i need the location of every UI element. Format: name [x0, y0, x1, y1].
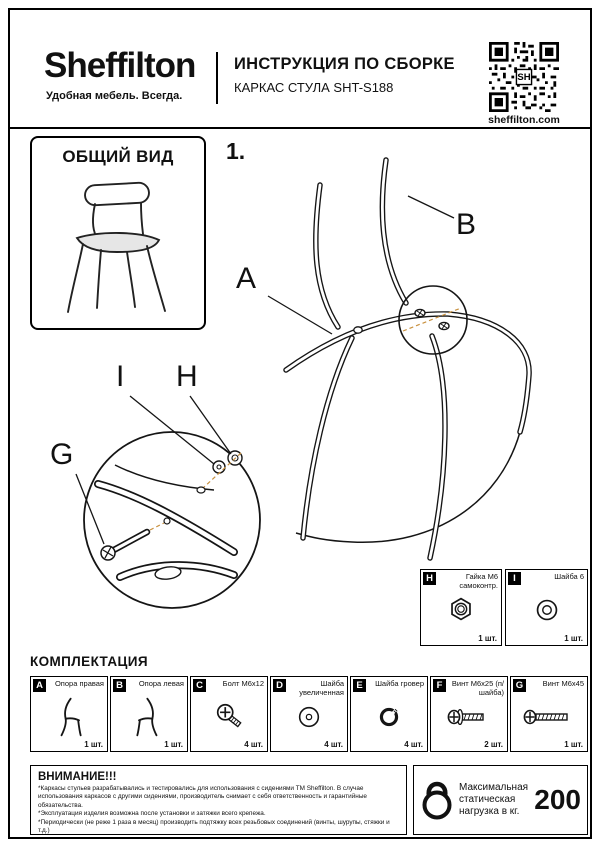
page-subtitle: КАРКАС СТУЛА SHT-S188: [234, 80, 394, 95]
max-load-value: 200: [534, 784, 581, 815]
page-title: ИНСТРУКЦИЯ ПО СБОРКЕ: [234, 55, 455, 73]
brand-tagline: Удобная мебель. Всегда.: [46, 90, 183, 102]
header-rule: [10, 127, 590, 129]
part-qty: 4 шт.: [324, 740, 343, 749]
part-letter-badge: F: [433, 679, 446, 692]
locknut-icon: [421, 587, 501, 633]
attention-line: *Каркасы стульев разрабатывались и тести…: [38, 785, 367, 809]
kit-box-f: F Винт М6х25 (п/шайба) 2 шт.: [430, 676, 508, 752]
part-letter-badge: I: [508, 572, 521, 585]
step-number: 1.: [226, 138, 246, 164]
part-name: Гайка М6 самоконтр.: [459, 572, 498, 590]
chair-right-support-icon: [31, 694, 107, 739]
part-name: Шайба увеличенная: [299, 679, 344, 697]
bolt-head-icon: [353, 326, 363, 334]
bolt-icon: [191, 694, 267, 739]
kit-box-g: G Винт М6х45 1 шт.: [510, 676, 588, 752]
frame-thin-curve: [295, 431, 521, 543]
part-letter-badge: G: [513, 679, 526, 692]
kit-box-c: C Болт М6х12 4 шт.: [190, 676, 268, 752]
website-url: sheffilton.com: [488, 114, 560, 126]
chair-drawing: [54, 178, 186, 329]
frame-tubes: [283, 157, 532, 561]
part-name: Опора правая: [54, 679, 104, 688]
leader-g: [75, 473, 105, 545]
attention-line: *Эксплуатация изделия возможна после уст…: [38, 810, 266, 818]
part-name: Шайба 6: [554, 572, 584, 581]
label-h: H: [176, 360, 198, 393]
leader-a: [267, 295, 333, 335]
large-washer-icon: [271, 694, 347, 739]
kit-box-a: A Опора правая 1 шт.: [30, 676, 108, 752]
screw-g-icon: [100, 517, 171, 561]
part-letter-badge: A: [33, 679, 46, 692]
part-name: Опора левая: [138, 679, 184, 688]
kit-title: КОМПЛЕКТАЦИЯ: [30, 654, 148, 669]
screw-m6x25-icon: [431, 694, 507, 739]
part-letter-badge: B: [113, 679, 126, 692]
zoom-detail-circle: [83, 431, 261, 609]
leader-b: [407, 195, 455, 219]
kettlebell-icon: [420, 775, 454, 826]
label-b: B: [456, 208, 477, 241]
bolt-hole: [196, 486, 206, 494]
part-qty: 1 шт.: [164, 740, 183, 749]
attention-line: *Периодически (не реже 1 раза в месяц) п…: [38, 818, 390, 835]
part-name: Шайба гровер: [375, 679, 424, 688]
svg-text:SH: SH: [517, 72, 530, 83]
part-qty: 2 шт.: [484, 740, 503, 749]
overview-title: ОБЩИЙ ВИД: [62, 147, 174, 166]
qr-code: SH: [489, 42, 559, 112]
kit-box-d: D Шайба увеличенная 4 шт.: [270, 676, 348, 752]
spring-washer-icon: [351, 694, 427, 739]
overview-panel: ОБЩИЙ ВИД: [30, 136, 206, 330]
hardware-box-i: I Шайба 6 1 шт.: [505, 569, 588, 646]
part-letter-badge: C: [193, 679, 206, 692]
screw-m6x45-icon: [511, 694, 587, 739]
label-i: I: [116, 360, 125, 393]
kit-box-b: B Опора левая 1 шт.: [110, 676, 188, 752]
max-load-panel: Максимальная статическая нагрузка в кг. …: [413, 765, 588, 835]
part-qty: 1 шт.: [564, 634, 583, 643]
max-load-text: Максимальная статическая нагрузка в кг.: [459, 781, 529, 818]
part-qty: 1 шт.: [564, 740, 583, 749]
kit-box-e: E Шайба гровер 4 шт.: [350, 676, 428, 752]
part-qty: 4 шт.: [244, 740, 263, 749]
part-qty: 4 шт.: [404, 740, 423, 749]
label-g: G: [50, 438, 74, 471]
label-a: A: [236, 262, 257, 295]
page-border: [8, 8, 592, 839]
part-letter-badge: D: [273, 679, 286, 692]
chair-left-support-icon: [111, 694, 187, 739]
leader-lines: [75, 195, 455, 545]
part-qty: 1 шт.: [84, 740, 103, 749]
attention-title: ВНИМАНИЕ!!!: [38, 771, 117, 783]
part-name: Винт М6х25 (п/шайба): [451, 679, 504, 697]
joint-detail-circle: [398, 285, 468, 355]
washer-icon: [506, 587, 587, 633]
leader-i: [129, 395, 215, 465]
hardware-box-h: H Гайка М6 самоконтр. 1 шт.: [420, 569, 502, 646]
part-name: Болт М6х12: [222, 679, 264, 688]
part-letter-badge: H: [423, 572, 436, 585]
part-letter-badge: E: [353, 679, 366, 692]
brand-logo: Sheffilton: [44, 46, 196, 85]
washer-i-icon: [212, 460, 226, 474]
part-qty: 1 шт.: [478, 634, 497, 643]
header-divider: [216, 52, 218, 104]
leader-h: [189, 395, 232, 455]
attention-panel: ВНИМАНИЕ!!! *Каркасы стульев разрабатыва…: [30, 765, 407, 835]
part-name: Винт М6х45: [542, 679, 584, 688]
slot-hole: [154, 566, 182, 580]
assembly-diagram: [75, 157, 532, 609]
